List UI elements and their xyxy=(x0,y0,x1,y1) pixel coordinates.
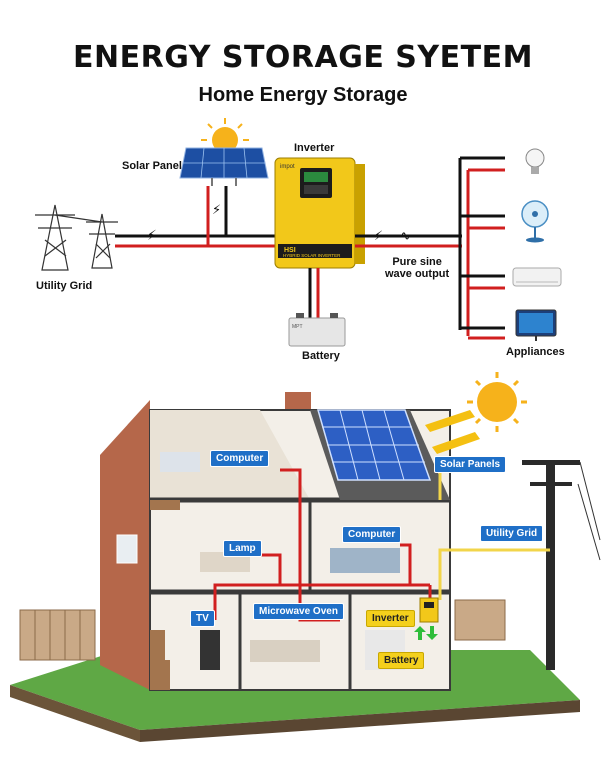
tag-lamp: Lamp xyxy=(223,540,262,557)
roof-solar-panels-icon xyxy=(317,409,432,481)
battery-brand-text: MPT xyxy=(292,324,303,330)
svg-text:⚡: ⚡ xyxy=(374,229,383,244)
battery-label: Battery xyxy=(302,350,340,362)
solar-panel-label: Solar Panel xyxy=(122,160,182,172)
battery-icon xyxy=(288,313,346,347)
utility-pole-icon xyxy=(522,460,601,670)
television-icon xyxy=(515,309,557,341)
tag-battery: Battery xyxy=(378,652,425,669)
solar-panel-icon xyxy=(179,147,269,186)
inverter-subtitle-text: HYBRID SOLAR INVERTER xyxy=(283,253,341,258)
tag-computer-upstairs: Computer xyxy=(210,450,270,467)
inverter-device-icon xyxy=(274,157,365,269)
inverter-label: Inverter xyxy=(294,142,335,154)
pure-sine-line2: wave output xyxy=(385,268,450,280)
page-subtitle: Home Energy Storage xyxy=(198,84,408,106)
svg-text:⚡: ⚡ xyxy=(212,203,221,218)
fan-icon xyxy=(521,200,549,243)
sun-icon xyxy=(201,118,249,153)
utility-grid-label: Utility Grid xyxy=(36,280,93,292)
pure-sine-line1: Pure sine xyxy=(392,256,442,268)
tag-utility-grid: Utility Grid xyxy=(480,525,544,542)
utility-grid-tower-icon xyxy=(35,204,118,271)
air-conditioner-icon xyxy=(512,267,562,287)
staircase xyxy=(150,500,180,690)
svg-text:⚡: ⚡ xyxy=(147,228,157,244)
inverter-model-text: HSI xyxy=(284,247,296,254)
svg-text:∿: ∿ xyxy=(400,229,411,244)
tag-solar-panels: Solar Panels xyxy=(434,456,507,473)
house-inverter-icon xyxy=(419,597,439,623)
tag-microwave-oven: Microwave Oven xyxy=(253,603,344,620)
tag-tv: TV xyxy=(190,610,215,627)
inverter-brand-text: impot xyxy=(280,164,295,170)
page-title: ENERGY STORAGE SYETEM xyxy=(73,40,533,75)
pure-sine-label: Pure sine wave output xyxy=(385,256,449,280)
house-sun-icon xyxy=(467,372,527,432)
tag-inverter: Inverter xyxy=(366,610,415,627)
tag-computer-right: Computer xyxy=(342,526,402,543)
light-bulb-icon xyxy=(525,148,545,174)
appliances-label: Appliances xyxy=(506,346,565,358)
fence xyxy=(19,599,506,661)
